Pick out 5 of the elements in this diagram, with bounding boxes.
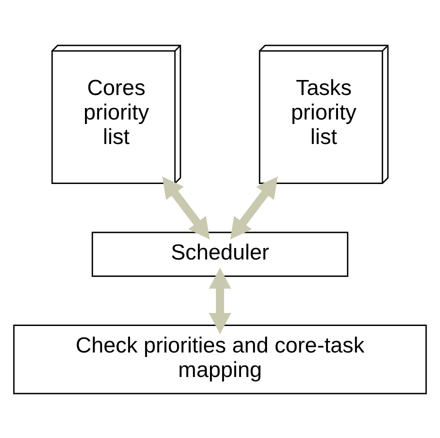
node-box: Check priorities and core-task mapping xyxy=(13,324,427,394)
node-box: Scheduler xyxy=(92,231,348,276)
arrow xyxy=(208,267,232,334)
arrow xyxy=(230,176,278,239)
arrow xyxy=(162,176,210,239)
